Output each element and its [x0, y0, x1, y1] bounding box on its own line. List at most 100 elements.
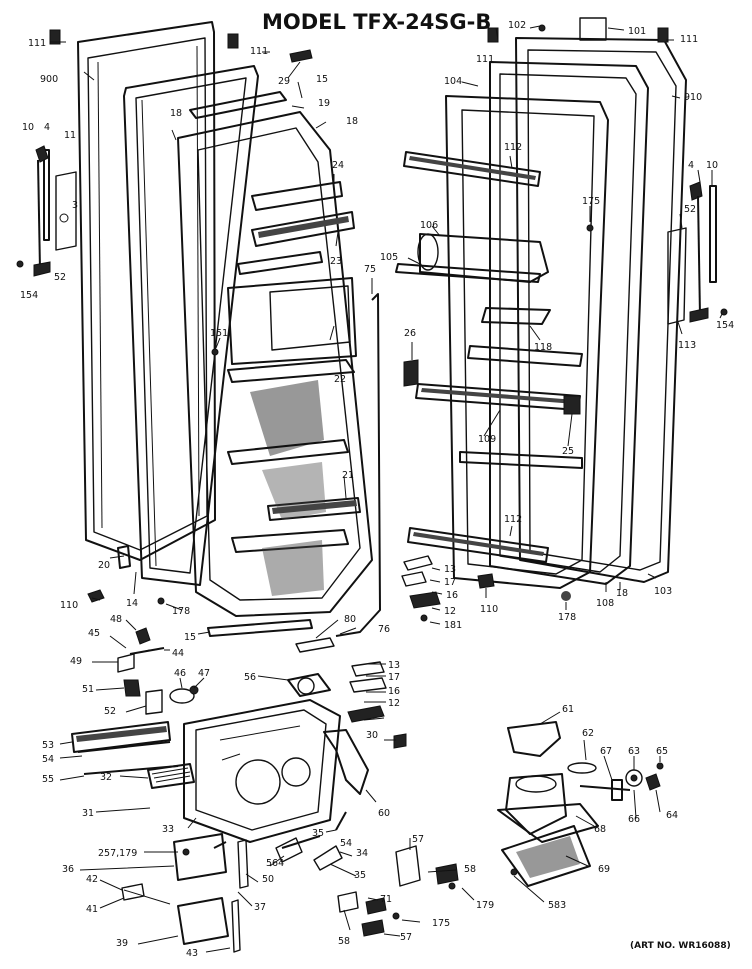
label-34: 34	[356, 848, 368, 859]
label-564: 564	[266, 858, 284, 869]
label-101: 101	[628, 26, 646, 37]
label-52: 52	[684, 204, 696, 215]
label-58: 58	[338, 936, 350, 947]
label-32: 32	[100, 772, 112, 783]
label-900: 900	[40, 74, 58, 85]
label-111: 111	[250, 46, 268, 57]
part-number-labels: 111 900 10 4 11 3 52 154 111 29 15 18 19…	[20, 20, 734, 959]
label-62: 62	[582, 728, 594, 739]
label-257-179: 257,179	[98, 848, 137, 859]
label-69: 69	[598, 864, 610, 875]
label-56: 56	[244, 672, 256, 683]
label-11: 11	[64, 130, 76, 141]
label-18: 18	[346, 116, 358, 127]
label-13: 13	[444, 564, 456, 575]
label-71: 71	[380, 894, 392, 905]
label-22: 22	[334, 374, 346, 385]
label-105: 105	[380, 252, 398, 263]
dispenser-housing	[71, 699, 341, 843]
label-12: 12	[388, 698, 400, 709]
label-57: 57	[400, 932, 412, 943]
ice-crusher-assembly	[497, 721, 664, 887]
label-76: 76	[378, 624, 390, 635]
label-65: 65	[656, 746, 668, 757]
label-47: 47	[198, 668, 210, 679]
art-number: (ART NO. WR16088)	[630, 941, 731, 951]
label-111: 111	[28, 38, 46, 49]
label-112: 112	[504, 142, 522, 153]
label-36: 36	[62, 864, 74, 875]
label-18: 18	[616, 588, 628, 599]
label-18: 18	[170, 108, 182, 119]
label-108: 108	[596, 598, 614, 609]
label-53: 53	[42, 740, 54, 751]
label-17: 17	[444, 577, 456, 588]
label-46: 46	[174, 668, 186, 679]
label-37: 37	[254, 902, 266, 913]
label-60: 60	[378, 808, 390, 819]
label-52: 52	[104, 706, 116, 717]
label-54: 54	[340, 838, 352, 849]
label-64: 64	[666, 810, 678, 821]
leader-lines	[50, 25, 723, 953]
label-104: 104	[444, 76, 462, 87]
fresh-food-inner-door-liner	[395, 95, 609, 589]
label-4: 4	[688, 160, 694, 171]
label-175: 175	[582, 196, 600, 207]
label-17: 17	[388, 672, 400, 683]
freezer-door-gasket	[123, 65, 259, 586]
label-26: 26	[404, 328, 416, 339]
label-15: 15	[316, 74, 328, 85]
label-49: 49	[70, 656, 82, 667]
freezer-door-outer-panel	[77, 21, 216, 561]
label-57: 57	[412, 834, 424, 845]
label-178: 178	[172, 606, 190, 617]
label-52: 52	[54, 272, 66, 283]
label-44: 44	[172, 648, 184, 659]
label-110: 110	[480, 604, 498, 615]
dispenser-brackets-lower	[337, 845, 459, 937]
label-14: 14	[126, 598, 138, 609]
freezer-inner-door-liner	[177, 111, 373, 617]
label-16: 16	[388, 686, 400, 697]
label-33: 33	[162, 824, 174, 835]
label-583: 583	[548, 900, 566, 911]
label-61: 61	[562, 704, 574, 715]
label-54: 54	[42, 754, 54, 765]
label-106: 106	[420, 220, 438, 231]
label-39: 39	[116, 938, 128, 949]
label-80: 80	[344, 614, 356, 625]
label-45: 45	[88, 628, 100, 639]
label-179: 179	[476, 900, 494, 911]
label-4: 4	[44, 122, 50, 133]
label-66: 66	[628, 814, 640, 825]
label-10: 10	[706, 160, 718, 171]
label-19: 19	[318, 98, 330, 109]
label-25: 25	[562, 446, 574, 457]
label-68: 68	[594, 824, 606, 835]
label-154: 154	[20, 290, 38, 301]
fresh-food-hinge-parts	[401, 17, 728, 622]
label-21: 21	[342, 470, 354, 481]
label-31: 31	[82, 808, 94, 819]
label-3: 3	[72, 200, 78, 211]
label-154: 154	[716, 320, 734, 331]
label-75: 75	[364, 264, 376, 275]
model-title: MODEL TFX-24SG-B	[262, 10, 491, 34]
label-35: 35	[312, 828, 324, 839]
label-16: 16	[446, 590, 458, 601]
dispenser-small-parts	[117, 627, 407, 953]
label-13: 13	[388, 660, 400, 671]
label-43: 43	[186, 948, 198, 959]
label-20: 20	[98, 560, 110, 571]
label-55: 55	[42, 774, 54, 785]
label-175: 175	[432, 918, 450, 929]
label-109: 109	[478, 434, 496, 445]
label-112: 112	[504, 514, 522, 525]
freezer-hinge-parts	[16, 29, 381, 653]
label-63: 63	[628, 746, 640, 757]
label-111: 111	[680, 34, 698, 45]
label-151: 151	[210, 328, 228, 339]
label-58: 58	[464, 864, 476, 875]
